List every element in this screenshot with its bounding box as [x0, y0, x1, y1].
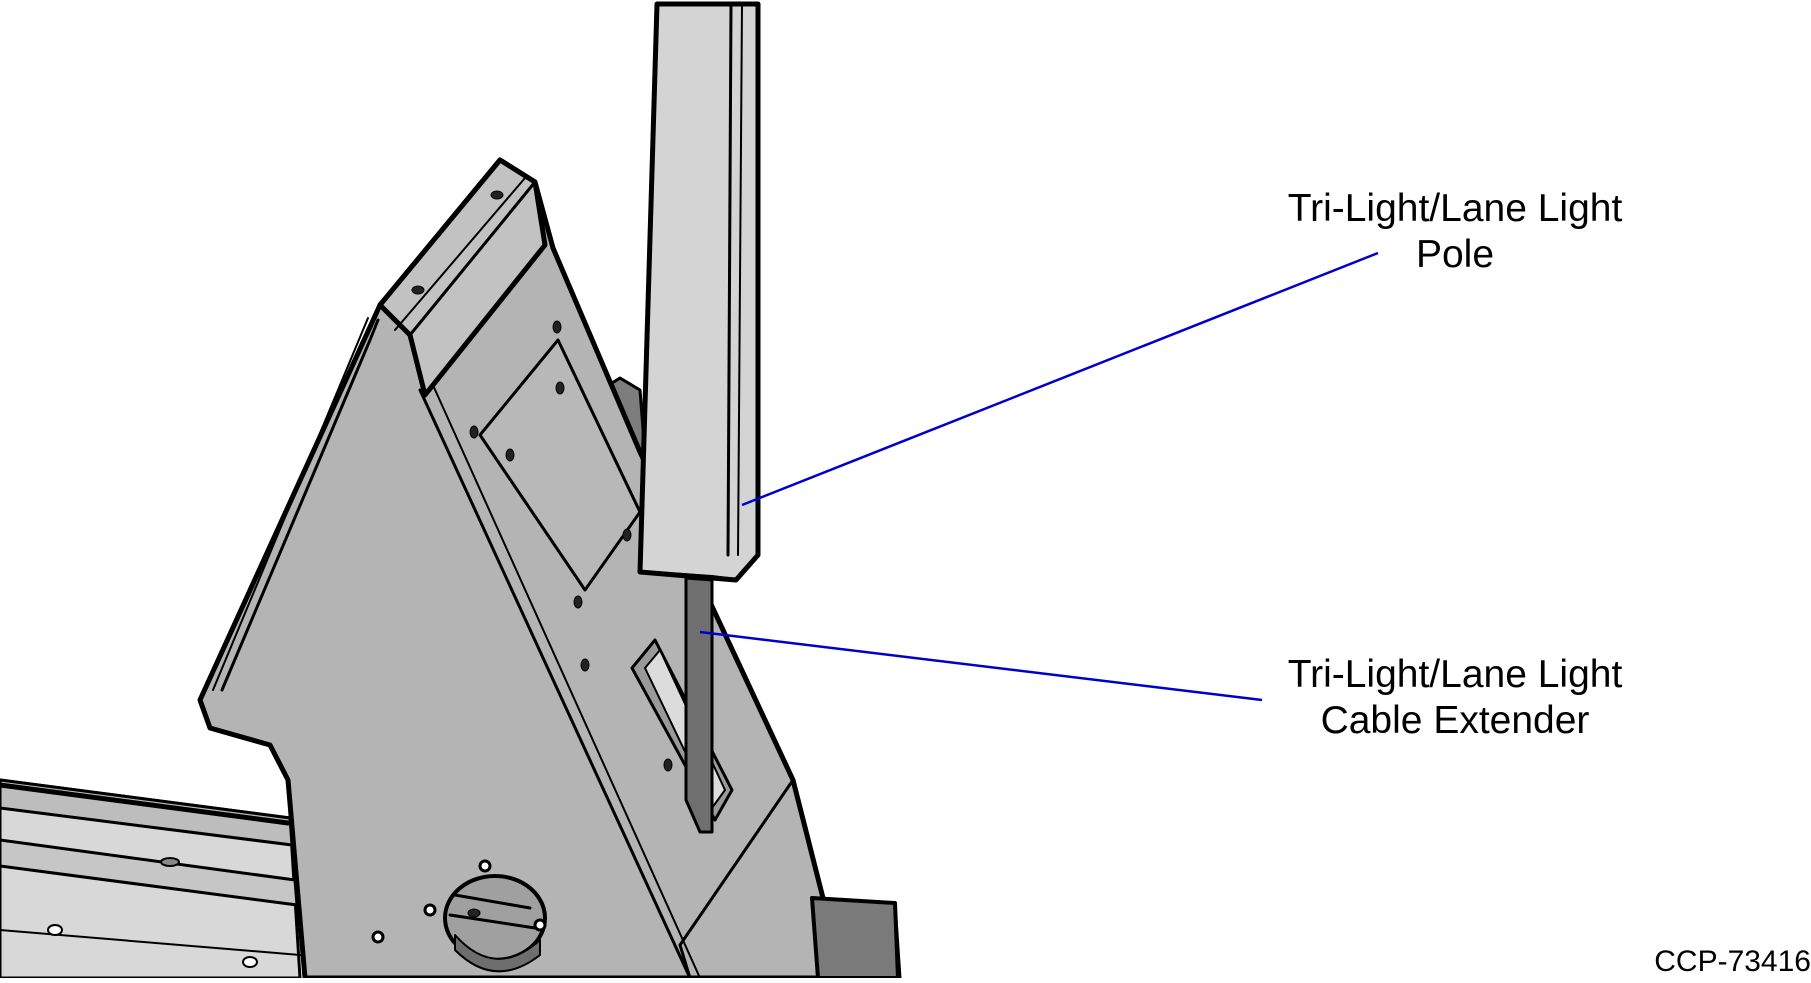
callout-pole-line1: Tri-Light/Lane Light	[1287, 187, 1623, 230]
callout-cable-extender: Tri-Light/Lane Light Cable Extender	[1270, 652, 1640, 744]
figure-id: CCP-73416	[1654, 945, 1811, 978]
callout-pole-line2: Pole	[1415, 233, 1495, 276]
leader-lines	[699, 251, 1379, 702]
pole-leader-line	[741, 251, 1379, 507]
cable-extender	[684, 576, 714, 834]
callout-pole: Tri-Light/Lane Light Pole	[1270, 186, 1640, 278]
cable-extender-leader-line	[699, 630, 1263, 702]
callout-cable-extender-line1: Tri-Light/Lane Light	[1287, 653, 1623, 696]
lower-bracket	[810, 896, 902, 980]
light-pole	[637, 1, 761, 583]
callout-cable-extender-line2: Cable Extender	[1320, 699, 1590, 742]
base-rail	[0, 778, 302, 980]
